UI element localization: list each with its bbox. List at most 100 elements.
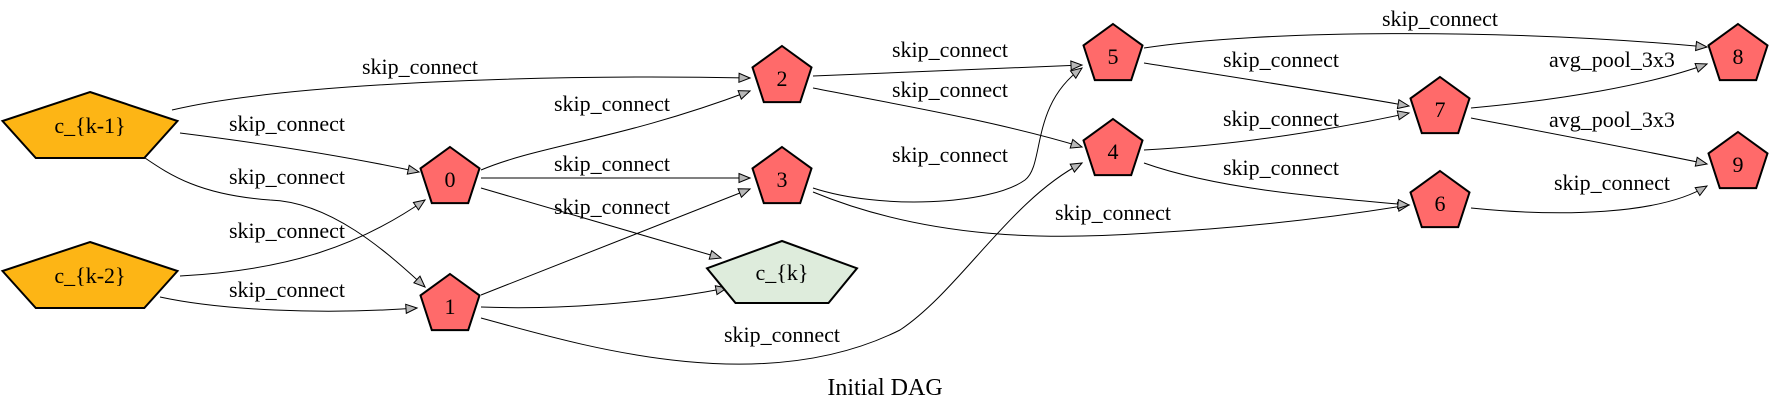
edge-label: skip_connect <box>892 77 1008 102</box>
node-label: c_{k-2} <box>54 263 125 288</box>
arrowhead <box>738 172 752 184</box>
edge-n0-to-n2 <box>480 90 752 171</box>
node-n2: 2 <box>751 44 813 104</box>
arrowhead <box>1396 110 1411 121</box>
arrowhead <box>1069 162 1084 173</box>
arrowhead <box>405 303 419 315</box>
arrowhead <box>1070 60 1084 71</box>
edge-line <box>179 132 420 173</box>
arrowhead <box>1694 156 1709 167</box>
node-label: 7 <box>1435 97 1446 122</box>
edge-line <box>1470 117 1708 165</box>
edge-n2-to-n4 <box>812 87 1084 149</box>
edge-label: skip_connect <box>892 142 1008 167</box>
edge-ck1-to-n1 <box>144 157 426 288</box>
node-label: 9 <box>1733 152 1744 177</box>
intermediate-node-shape <box>419 272 481 332</box>
edge-line <box>1143 112 1410 151</box>
edge-label: skip_connect <box>1223 47 1339 72</box>
edge-labels-layer: skip_connectskip_connectskip_connectskip… <box>229 6 1675 347</box>
intermediate-node-shape <box>1409 75 1471 135</box>
edge-label: skip_connect <box>1223 106 1339 131</box>
edge-label: skip_connect <box>229 218 345 243</box>
edge-line <box>480 90 751 171</box>
edge-n0-to-ck <box>480 187 723 260</box>
arrowhead <box>1695 40 1709 52</box>
node-n5: 5 <box>1082 22 1144 82</box>
nodes-layer: c_{k-1} c_{k-2} 0 1 2 3 4 5 6 7 8 9 c_{k} <box>0 22 1769 332</box>
edge-ck2-to-n1 <box>159 296 419 315</box>
node-label: 4 <box>1108 139 1119 164</box>
arrowhead <box>737 188 752 199</box>
edge-label: skip_connect <box>229 111 345 136</box>
edge-n4-to-n6 <box>1143 162 1411 210</box>
edge-label: skip_connect <box>362 54 478 79</box>
input-node-shape <box>0 240 180 309</box>
edge-line <box>812 87 1083 148</box>
edge-n5-to-n8 <box>1143 33 1709 52</box>
edge-line <box>812 64 1083 77</box>
arrowhead <box>1396 98 1411 110</box>
node-n1: 1 <box>419 272 481 332</box>
edge-n4-to-n7 <box>1143 110 1411 151</box>
edge-label: avg_pool_3x3 <box>1549 47 1675 72</box>
node-n4: 4 <box>1082 117 1144 177</box>
node-ck2: c_{k-2} <box>0 240 180 309</box>
edge-line <box>1470 63 1708 109</box>
edge-n2-to-n5 <box>812 60 1084 77</box>
edge-line <box>812 67 1083 203</box>
edge-line <box>480 188 751 296</box>
edge-n3-to-n5 <box>812 67 1084 203</box>
intermediate-node-shape <box>1409 169 1471 229</box>
edge-label: skip_connect <box>1382 6 1498 31</box>
intermediate-node-shape <box>751 145 813 205</box>
edge-label: skip_connect <box>1554 170 1670 195</box>
node-label: 0 <box>445 167 456 192</box>
node-n6: 6 <box>1409 169 1471 229</box>
edge-n6-to-n9 <box>1470 185 1709 214</box>
node-ck: c_{k} <box>705 239 859 304</box>
node-n8: 8 <box>1707 22 1769 82</box>
node-n7: 7 <box>1409 75 1471 135</box>
edge-label: skip_connect <box>229 277 345 302</box>
edge-n5-to-n7 <box>1143 62 1411 110</box>
edge-line <box>159 296 418 312</box>
node-n0: 0 <box>419 145 481 205</box>
edge-line <box>1143 62 1410 107</box>
edge-line <box>1143 162 1410 206</box>
node-n9: 9 <box>1707 130 1769 190</box>
node-label: 5 <box>1108 44 1119 69</box>
edge-label: skip_connect <box>554 194 670 219</box>
input-node-shape <box>0 90 180 159</box>
edge-ck2-to-n0 <box>179 199 427 277</box>
edge-label: skip_connect <box>554 91 670 116</box>
edge-n1-to-n4 <box>480 162 1084 365</box>
edge-ck1-to-n2 <box>171 72 752 111</box>
node-n3: 3 <box>751 145 813 205</box>
arrowhead <box>738 72 752 84</box>
edge-ck1-to-n0 <box>179 132 421 175</box>
node-label: 1 <box>445 294 456 319</box>
edge-line <box>171 76 751 111</box>
intermediate-node-shape <box>1707 22 1769 82</box>
edge-n0-to-n3 <box>481 172 752 184</box>
edge-label: skip_connect <box>229 164 345 189</box>
edge-line <box>812 191 1410 237</box>
node-label: 6 <box>1435 191 1446 216</box>
edge-line <box>144 157 426 288</box>
arrowhead <box>413 275 426 288</box>
edge-line <box>1470 185 1708 214</box>
node-label: c_{k} <box>756 260 809 285</box>
edge-n1-to-ck <box>480 285 729 309</box>
edge-line <box>480 187 722 259</box>
node-label: 3 <box>777 167 788 192</box>
edge-line <box>480 162 1083 365</box>
edge-line <box>480 287 728 309</box>
intermediate-node-shape <box>1707 130 1769 190</box>
edge-label: avg_pool_3x3 <box>1549 107 1675 132</box>
node-ck1: c_{k-1} <box>0 90 180 159</box>
node-label: 8 <box>1733 44 1744 69</box>
edge-n7-to-n9 <box>1470 117 1709 167</box>
edge-line <box>179 199 426 277</box>
